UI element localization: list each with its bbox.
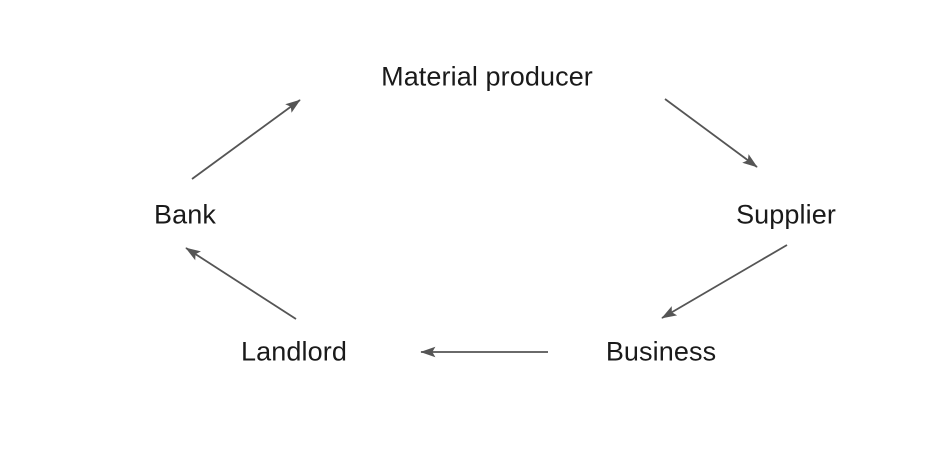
node-label-business: Business bbox=[605, 336, 717, 367]
edge-material-producer-to-supplier bbox=[664, 98, 758, 168]
edge-supplier-to-business bbox=[661, 244, 788, 319]
node-label-material-producer: Material producer bbox=[381, 61, 593, 92]
edge-landlord-to-bank bbox=[185, 247, 297, 320]
node-label-supplier: Supplier bbox=[736, 199, 836, 230]
edge-bank-to-material-producer bbox=[191, 99, 301, 180]
edge-group bbox=[185, 98, 788, 358]
node-label-bank: Bank bbox=[154, 199, 216, 230]
node-label-landlord: Landlord bbox=[241, 336, 347, 367]
